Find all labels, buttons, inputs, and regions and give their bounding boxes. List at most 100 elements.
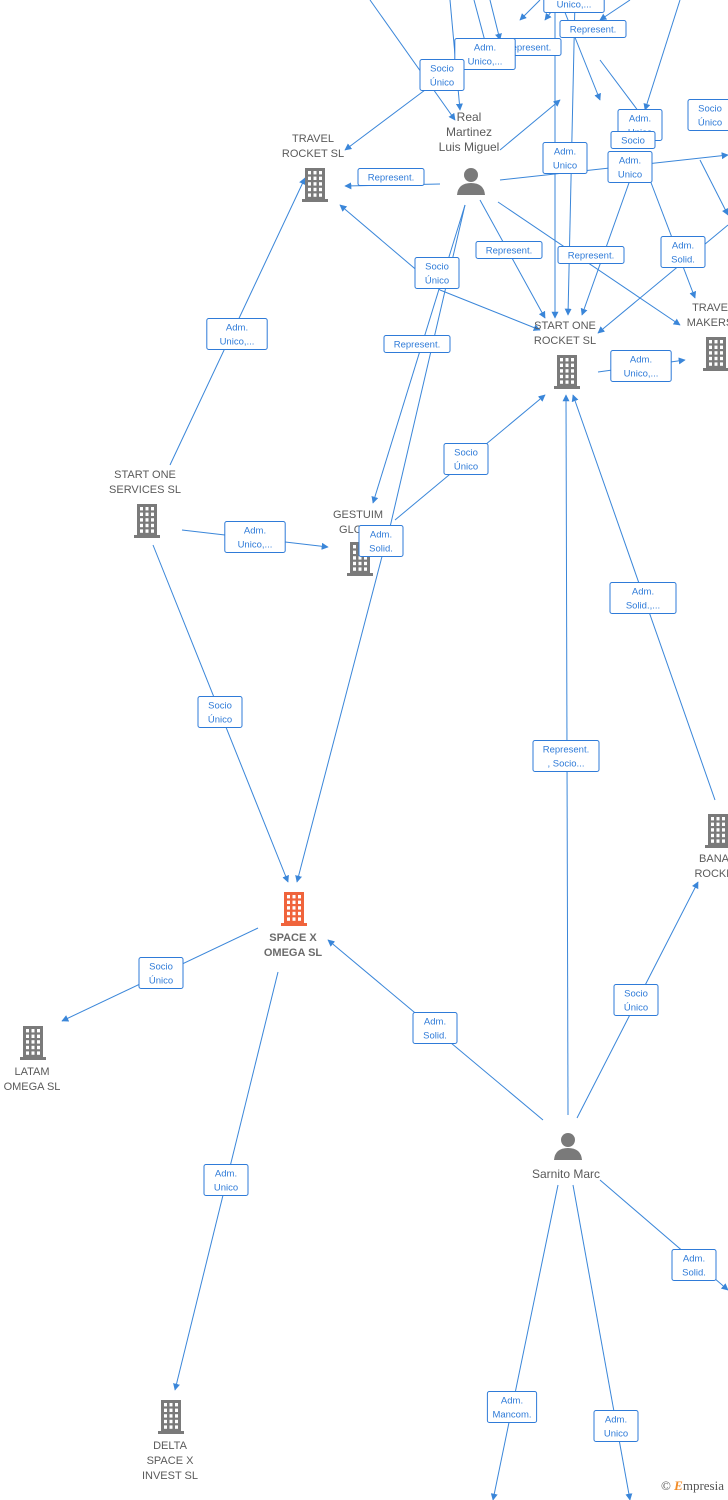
- edge-label-box: [543, 0, 605, 13]
- edge-label-19[interactable]: Adm. Unico,...: [224, 521, 286, 553]
- edge-label-text: Único: [454, 462, 478, 473]
- edge-label-16[interactable]: Represent.: [383, 335, 451, 353]
- edge-label-text: Socio: [624, 989, 648, 1000]
- edge-label-text: Adm.: [370, 530, 392, 541]
- edge-label-30[interactable]: Adm. Unico: [593, 1410, 639, 1442]
- edge-label-9[interactable]: Adm.Unico: [607, 151, 653, 183]
- edge-label-box: [610, 131, 656, 149]
- edge-label-text: Unico,...: [468, 57, 503, 68]
- edge-label-text: Mancom.: [492, 1410, 531, 1421]
- edge-label-box: [607, 151, 653, 183]
- edge-label-text: Único: [425, 276, 449, 287]
- edge-label-box: [138, 957, 184, 989]
- edge-label-2[interactable]: Adm.Unico,...: [454, 38, 516, 70]
- edge-label-text: Unico,...: [238, 540, 273, 551]
- edge-label-box: [532, 740, 600, 772]
- edge-label-box: [593, 1410, 639, 1442]
- edge-label-text: Socio: [430, 64, 454, 75]
- node-label-line: ROCKET SL: [282, 148, 344, 160]
- edge-line-30: [295, 544, 386, 883]
- edge-line-12: [559, 0, 601, 101]
- node-sarnito-marc[interactable]: Sarnito Marc: [532, 1133, 600, 1181]
- edge-label-7[interactable]: Socio: [610, 131, 656, 149]
- edge-label-text: Adm.: [605, 1415, 627, 1426]
- edge-label-box: [486, 1391, 538, 1423]
- building-icon: [703, 337, 728, 371]
- edge-label-21[interactable]: Adm.Solid.,...: [609, 582, 677, 614]
- edge-label-text: Represent.: [505, 43, 551, 54]
- edge-label-box: [414, 257, 460, 289]
- node-label-line: START ONE: [114, 469, 176, 481]
- node-start-one-services[interactable]: START ONE SERVICES SL: [109, 469, 181, 538]
- edge-label-box: [454, 38, 516, 70]
- edge-line-25: [439, 289, 541, 331]
- edge-label-text: Represent.: [368, 173, 414, 184]
- edge-label-text: Unico,...: [220, 337, 255, 348]
- edge-label-box: [443, 443, 489, 475]
- edge-label-box: [613, 984, 659, 1016]
- edge-line-11: [499, 99, 561, 151]
- edge-label-box: [357, 168, 425, 186]
- edge-label-text: Adm.: [630, 355, 652, 366]
- edge-label-text: Unico,...: [624, 369, 659, 380]
- edge-line-40: [572, 1184, 633, 1500]
- edge-label-text: Único: [149, 976, 173, 987]
- edge-label-text: Adm.: [244, 526, 266, 537]
- edge-label-17[interactable]: Adm. Unico,...: [206, 318, 268, 350]
- edge-label-12[interactable]: Represent.: [475, 241, 543, 259]
- edge-label-28[interactable]: Adm.Solid.: [671, 1249, 717, 1281]
- edge-label-box: [671, 1249, 717, 1281]
- edge-label-20[interactable]: Adm.Solid.: [358, 525, 404, 557]
- edge-label-23[interactable]: Represent., Socio...: [532, 740, 600, 772]
- edge-label-text: Unico: [553, 161, 577, 172]
- edge-line-6: [599, 0, 631, 21]
- building-icon: [20, 1026, 46, 1060]
- edge-label-3[interactable]: Represent.: [559, 20, 627, 38]
- edge-label-text: Adm.: [683, 1254, 705, 1265]
- node-banana-rocket[interactable]: BANAROCKE: [694, 814, 728, 880]
- edge-label-8[interactable]: Adm.Unico: [542, 142, 588, 174]
- edge-label-text: Adm.: [424, 1017, 446, 1028]
- node-label-line: Sarnito Marc: [532, 1167, 600, 1181]
- edge-label-13[interactable]: Represent.: [557, 246, 625, 264]
- edges-layer: [61, 0, 728, 1500]
- edge-label-0[interactable]: Unico,...: [543, 0, 605, 13]
- brand-initial: E: [674, 1478, 683, 1493]
- node-label-line: DELTA: [153, 1440, 187, 1452]
- edge-label-text: Represent.: [486, 246, 532, 257]
- edge-label-26[interactable]: Adm.Solid.: [412, 1012, 458, 1044]
- edge-label-25[interactable]: Adm.Unico: [203, 1164, 249, 1196]
- edge-label-29[interactable]: Adm. Mancom.: [486, 1391, 538, 1423]
- edge-label-text: Socio: [149, 962, 173, 973]
- edge-label-14[interactable]: Adm.Solid.: [660, 236, 706, 268]
- edge-label-10[interactable]: Represent.: [357, 168, 425, 186]
- edge-label-text: Adm.: [619, 156, 641, 167]
- empresia-watermark: © Empresia: [661, 1478, 724, 1494]
- edge-label-15[interactable]: Adm. Unico,...: [610, 350, 672, 382]
- building-icon: [134, 504, 160, 538]
- edge-label-text: Socio: [698, 104, 722, 115]
- edge-label-box: [383, 335, 451, 353]
- edge-label-text: Adm.: [501, 1396, 523, 1407]
- node-label-line: Luis Miguel: [439, 140, 500, 154]
- node-label-line: SERVICES SL: [109, 484, 181, 496]
- edge-label-text: Adm.: [226, 323, 248, 334]
- edge-label-text: Unico: [604, 1429, 628, 1440]
- node-label-line: TRAVE: [692, 302, 728, 314]
